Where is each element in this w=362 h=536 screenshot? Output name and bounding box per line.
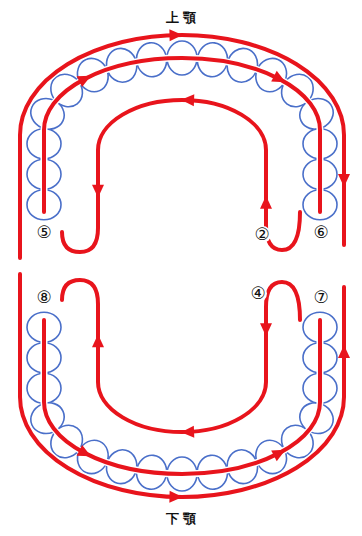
direction-arrowhead: [260, 323, 272, 336]
direction-arrowhead: [338, 345, 350, 358]
brush-path-halo: [62, 280, 300, 432]
direction-arrowhead: [92, 185, 104, 198]
brush-path-halo: [44, 320, 320, 474]
direction-arrowhead: [260, 196, 272, 209]
brush-path-halo: [20, 35, 344, 258]
arch-guide: [44, 58, 320, 220]
brush-path: [62, 100, 300, 252]
direction-arrowhead: [181, 94, 194, 106]
lower-arch: [20, 274, 350, 503]
direction-arrowhead: [169, 491, 182, 503]
brush-path: [20, 274, 344, 497]
callout-number: ④: [249, 285, 266, 302]
brush-path: [62, 280, 300, 432]
direction-arrowhead: [92, 334, 104, 347]
jaw-label: 上 顎: [166, 11, 197, 24]
callout-number: ②: [253, 226, 270, 243]
brush-path-halo: [20, 274, 344, 497]
brush-path-halo: [44, 58, 320, 212]
upper-arch: [20, 29, 350, 258]
callout-number: ⑦: [312, 289, 329, 306]
brush-path-halo: [62, 100, 300, 252]
arch-guide: [44, 312, 320, 474]
callout-number: ⑤: [35, 224, 52, 241]
brush-path: [44, 320, 320, 474]
direction-arrowhead: [338, 174, 350, 187]
direction-arrowhead: [271, 444, 288, 461]
callout-number: ⑥: [312, 224, 329, 241]
direction-arrowhead: [77, 70, 94, 87]
brush-path: [44, 58, 320, 212]
direction-arrowhead: [271, 71, 288, 88]
brush-path: [20, 35, 344, 258]
direction-arrowhead: [77, 445, 94, 462]
jaw-label: 下 顎: [166, 512, 197, 525]
direction-arrowhead: [169, 29, 182, 41]
direction-arrowhead: [181, 426, 194, 438]
callout-number: ⑧: [35, 289, 52, 306]
